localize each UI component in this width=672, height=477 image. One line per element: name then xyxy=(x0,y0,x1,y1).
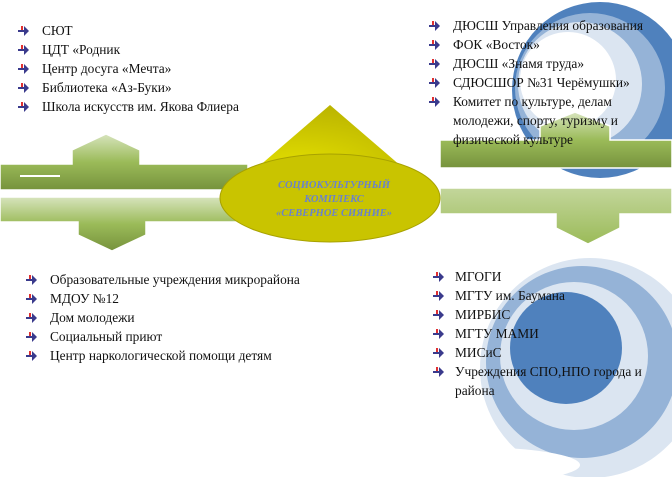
arrow-bullet-icon xyxy=(429,40,440,50)
list-item: Дом молодежи xyxy=(20,308,350,327)
list-bottom-right: МГОГИ МГТУ им. Баумана МИРБИС МГТУ МАМИ … xyxy=(427,267,667,400)
complex-title-line2: КОМПЛЕКС xyxy=(304,194,364,205)
list-item: СДЮСШОР №31 Черёмушки» xyxy=(423,73,668,92)
central-cone xyxy=(219,105,441,243)
arrow-bullet-icon xyxy=(26,351,37,361)
list-item: ФОК «Восток» xyxy=(423,35,668,54)
list-item: МИРБИС xyxy=(427,305,667,324)
list-item: МГОГИ xyxy=(427,267,667,286)
list-item: ДЮСШ Управления образования xyxy=(423,16,668,35)
arrow-bullet-icon xyxy=(18,45,29,55)
circles-bottom-right xyxy=(360,258,672,477)
arrow-bullet-icon xyxy=(26,313,37,323)
list-item: Библиотека «Аз-Буки» xyxy=(12,78,332,97)
arrow-bullet-icon xyxy=(433,272,444,282)
arrow-bullet-icon xyxy=(18,102,29,112)
arrow-bullet-icon xyxy=(429,21,440,31)
arrow-bullet-icon xyxy=(429,59,440,69)
list-item: МГТУ им. Баумана xyxy=(427,286,667,305)
arrow-bullet-icon xyxy=(26,294,37,304)
arrow-bullet-icon xyxy=(429,97,440,107)
arrow-bullet-icon xyxy=(429,78,440,88)
list-item: Центр досуга «Мечта» xyxy=(12,59,332,78)
list-item: МДОУ №12 xyxy=(20,289,350,308)
arrow-bullet-icon xyxy=(18,64,29,74)
arrow-bullet-icon xyxy=(433,310,444,320)
complex-title: СОЦИОКУЛЬТУРНЫЙ КОМПЛЕКС «СЕВЕРНОЕ СИЯНИ… xyxy=(236,179,432,221)
list-item: ЦДТ «Родник xyxy=(12,40,332,59)
arrow-bullet-icon xyxy=(18,26,29,36)
list-item: МГТУ МАМИ xyxy=(427,324,667,343)
arrow-bullet-icon xyxy=(433,367,444,377)
list-item: Образовательные учреждения микрорайона xyxy=(20,270,350,289)
list-item: МИСиС xyxy=(427,343,667,362)
arrow-bullet-icon xyxy=(26,332,37,342)
list-item: Учреждения СПО,НПО города и района xyxy=(427,362,667,400)
list-item: Центр наркологической помощи детям xyxy=(20,346,350,365)
left-arrow xyxy=(0,133,249,252)
list-item: Социальный приют xyxy=(20,327,350,346)
list-bottom-left: Образовательные учреждения микрорайона М… xyxy=(20,270,350,365)
list-item: Школа искусств им. Якова Флиера xyxy=(12,97,332,116)
complex-title-line1: СОЦИОКУЛЬТУРНЫЙ xyxy=(277,180,391,191)
list-item: СЮТ xyxy=(12,21,332,40)
list-item: ДЮСШ «Знамя труда» xyxy=(423,54,668,73)
list-top-left: СЮТ ЦДТ «Родник Центр досуга «Мечта» Биб… xyxy=(12,21,332,116)
arrow-bullet-icon xyxy=(18,83,29,93)
arrow-bullet-icon xyxy=(433,348,444,358)
complex-title-line3: «СЕВЕРНОЕ СИЯНИЕ» xyxy=(275,208,393,219)
list-top-right: ДЮСШ Управления образования ФОК «Восток»… xyxy=(423,16,668,149)
right-arrow xyxy=(439,111,672,245)
arrow-bullet-icon xyxy=(26,275,37,285)
list-item: Комитет по культуре, делам молодежи, спо… xyxy=(423,92,668,149)
arrow-bullet-icon xyxy=(433,291,444,301)
arrow-bullet-icon xyxy=(433,329,444,339)
